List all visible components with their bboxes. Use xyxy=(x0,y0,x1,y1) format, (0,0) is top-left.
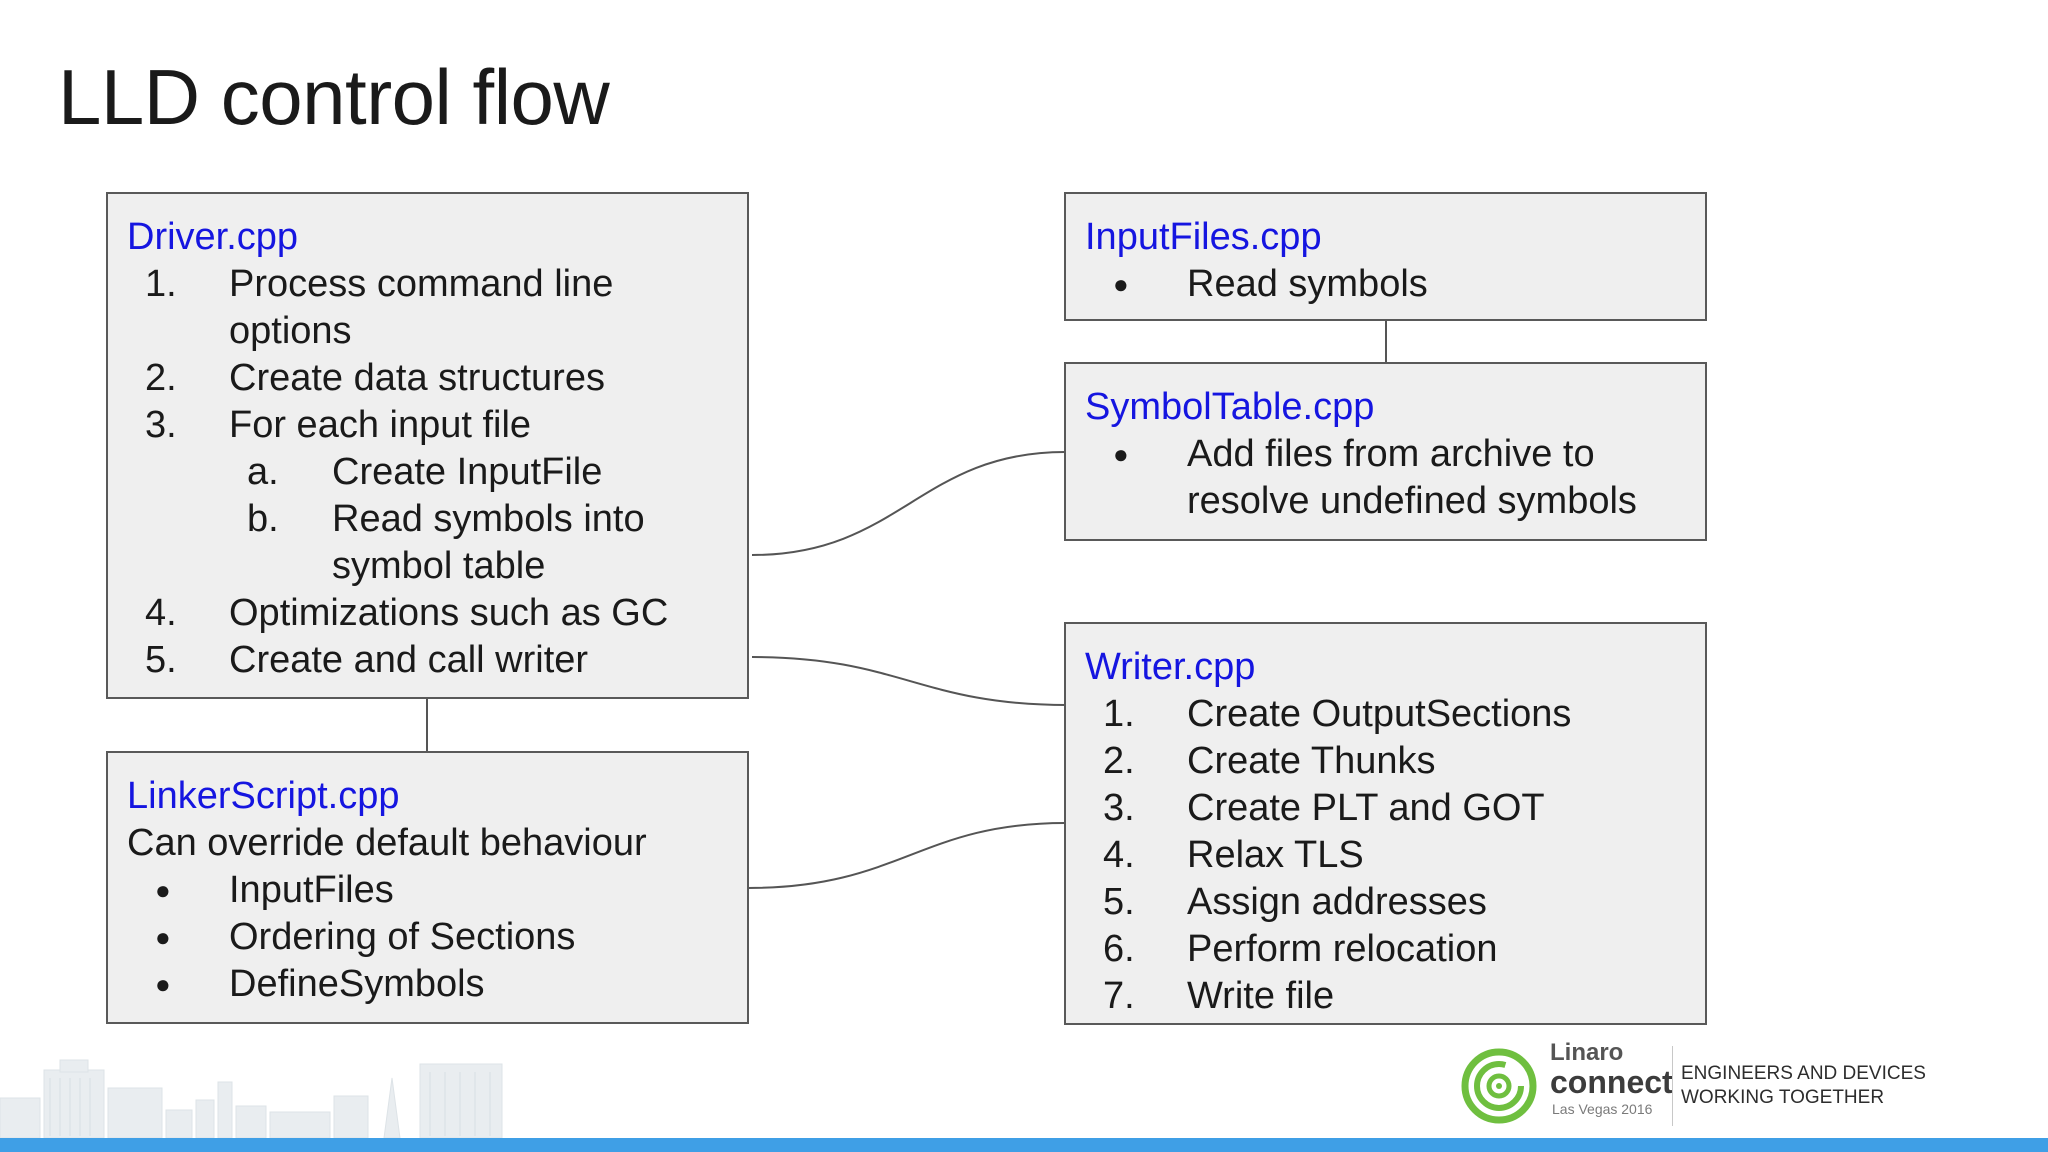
symboltable-title: SymbolTable.cpp xyxy=(1085,386,1375,428)
writer-item-text: Assign addresses xyxy=(1187,881,1487,923)
driver-subitem-text: Read symbols into xyxy=(332,498,645,540)
writer-item-marker: 7. xyxy=(1103,975,1135,1017)
writer-item-marker: 3. xyxy=(1103,787,1135,829)
connector-driver-symboltable xyxy=(751,451,1066,556)
writer-item-text: Write file xyxy=(1187,975,1335,1017)
logo-event: Las Vegas 2016 xyxy=(1552,1101,1653,1117)
driver-item-marker: 1. xyxy=(145,263,177,305)
driver-item-text: Create and call writer xyxy=(229,639,589,681)
writer-item-marker: 4. xyxy=(1103,834,1135,876)
logo-brand: Linaro xyxy=(1550,1039,1624,1066)
logo-connect: connect xyxy=(1550,1064,1673,1100)
driver-item-text: Optimizations such as GC xyxy=(229,592,669,634)
linkerscript-subtitle: Can override default behaviour xyxy=(127,822,647,864)
driver-item-marker: 3. xyxy=(145,404,177,446)
driver-item-text: Process command line xyxy=(229,263,614,305)
driver-item-text: options xyxy=(229,310,352,352)
writer-item-text: Create Thunks xyxy=(1187,740,1436,782)
driver-subitem-text: symbol table xyxy=(332,545,546,587)
skyline-decoration xyxy=(0,1059,503,1138)
driver-subitem-text: Create InputFile xyxy=(332,451,603,493)
writer-box: Writer.cpp 1. Create OutputSections 2. Cre… xyxy=(1064,622,1707,1025)
driver-subitem-marker: a. xyxy=(247,451,279,493)
writer-item-marker: 6. xyxy=(1103,928,1135,970)
tagline: ENGINEERS AND DEVICES WORKING TOGETHER xyxy=(1681,1062,1926,1110)
writer-item-text: Perform relocation xyxy=(1187,928,1498,970)
linaro-ring-icon xyxy=(1461,1048,1537,1124)
writer-item-text: Relax TLS xyxy=(1187,834,1364,876)
bullet-icon: ● xyxy=(155,875,171,905)
connector-driver-writer xyxy=(751,656,1068,706)
bullet-icon: ● xyxy=(1113,269,1129,299)
symboltable-item-text: resolve undefined symbols xyxy=(1187,480,1637,522)
driver-item-text: For each input file xyxy=(229,404,532,446)
driver-item-marker: 5. xyxy=(145,639,177,681)
writer-item-text: Create OutputSections xyxy=(1187,693,1572,735)
inputfiles-title: InputFiles.cpp xyxy=(1085,216,1322,258)
linkerscript-item-text: Ordering of Sections xyxy=(229,916,576,958)
bullet-icon: ● xyxy=(155,922,171,952)
linkerscript-title: LinkerScript.cpp xyxy=(127,775,400,817)
slide-title: LLD control flow xyxy=(58,53,610,141)
driver-title: Driver.cpp xyxy=(127,216,299,258)
driver-item-marker: 2. xyxy=(145,357,177,399)
linkerscript-item-text: InputFiles xyxy=(229,869,394,911)
bullet-icon: ● xyxy=(155,969,171,999)
writer-item-marker: 5. xyxy=(1103,881,1135,923)
writer-title: Writer.cpp xyxy=(1085,646,1256,688)
linkerscript-item-text: DefineSymbols xyxy=(229,963,485,1005)
symboltable-item-text: Add files from archive to xyxy=(1187,433,1595,475)
writer-item-marker: 1. xyxy=(1103,693,1135,735)
linaro-connect-logo: Linaro connect Las Vegas 2016 ENGINEERS … xyxy=(1460,1040,1930,1130)
inputfiles-box: InputFiles.cpp ● Read symbols xyxy=(1064,192,1707,321)
writer-item-text: Create PLT and GOT xyxy=(1187,787,1545,829)
logo-divider xyxy=(1672,1046,1673,1126)
driver-item-text: Create data structures xyxy=(229,357,605,399)
tagline-line: WORKING TOGETHER xyxy=(1681,1087,1885,1108)
bullet-icon: ● xyxy=(1113,439,1129,469)
driver-box: Driver.cpp 1. Process command line option… xyxy=(106,192,749,699)
driver-item-marker: 4. xyxy=(145,592,177,634)
bottom-accent-bar xyxy=(0,1138,2048,1152)
tagline-line: ENGINEERS AND DEVICES xyxy=(1681,1063,1926,1084)
connector-linkerscript-writer xyxy=(747,822,1066,889)
driver-subitem-marker: b. xyxy=(247,498,279,540)
symboltable-box: SymbolTable.cpp ● Add files from archive … xyxy=(1064,362,1707,541)
linkerscript-box: LinkerScript.cpp Can override default be… xyxy=(106,751,749,1024)
writer-item-marker: 2. xyxy=(1103,740,1135,782)
inputfiles-item-text: Read symbols xyxy=(1187,263,1428,305)
